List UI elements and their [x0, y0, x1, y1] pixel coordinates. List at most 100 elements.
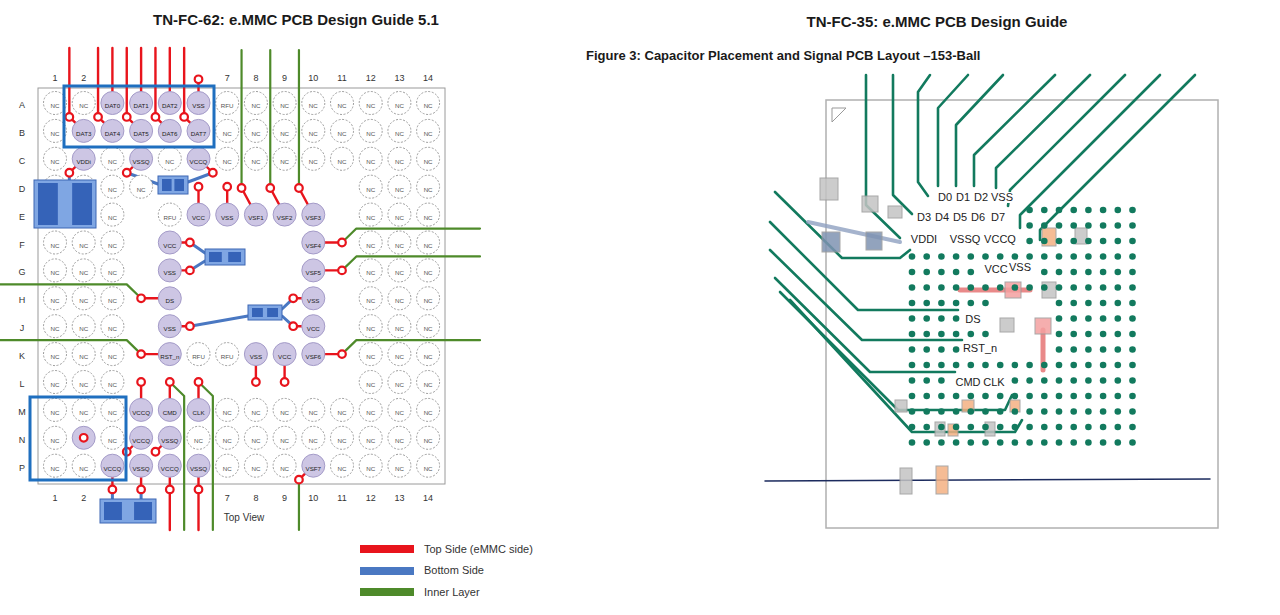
via: [80, 434, 88, 442]
pin-name: NC: [309, 95, 318, 111]
signal-trace: [996, 75, 1090, 188]
label-text: NC: [424, 298, 433, 304]
via: [195, 486, 203, 494]
nc-ball: [359, 119, 382, 142]
column-number: 13: [393, 68, 405, 84]
label-text: NC: [424, 270, 433, 276]
pin1-marker: [832, 108, 846, 122]
pin-name: NC: [51, 151, 60, 167]
via: [166, 378, 174, 386]
ball-dot: [1100, 284, 1107, 291]
label-text: DAT5: [133, 131, 148, 137]
pin-name: NC: [395, 179, 404, 195]
nc-ball: [388, 175, 411, 198]
label-text: VSSQ: [132, 466, 149, 472]
column-number: 8: [252, 488, 259, 504]
signal-name: D0: [937, 188, 953, 204]
capacitor-symbol: [888, 206, 902, 218]
signal-ball: [302, 343, 325, 366]
pin-name: VSSQ: [132, 458, 149, 474]
label-text: NC: [223, 410, 232, 416]
label-text: NC: [79, 298, 88, 304]
column-number: 10: [307, 488, 319, 504]
row-letter: E: [18, 207, 26, 223]
nc-ball: [101, 426, 124, 449]
ball-dot: [953, 300, 960, 307]
ball-dot: [1026, 362, 1033, 369]
pin-name: NC: [79, 374, 88, 390]
ball-dot: [982, 253, 989, 260]
legend-text: Top Side (eMMC side): [424, 544, 533, 555]
pin-name: NC: [424, 374, 433, 390]
ball-dot: [909, 346, 916, 353]
via: [152, 113, 160, 121]
pin-name: NC: [51, 290, 60, 306]
nc-ball: [417, 231, 440, 254]
pin-name: VSS: [307, 290, 319, 306]
ball-dot: [953, 408, 960, 415]
column-number: 8: [252, 68, 259, 84]
label-text: NC: [424, 131, 433, 137]
ball-dot: [1100, 424, 1107, 431]
label-text: VSS: [250, 354, 262, 360]
nc-ball: [72, 398, 95, 421]
row-letter: C: [18, 151, 27, 167]
nc-ball: [72, 315, 95, 338]
via: [137, 295, 145, 303]
via: [289, 295, 297, 303]
nc-ball: [388, 92, 411, 115]
capacitor-symbol: [1005, 282, 1021, 298]
board-edge-line: [765, 479, 1210, 481]
signal-ball: [158, 398, 181, 421]
pin-name: NC: [424, 262, 433, 278]
ball-dot: [1070, 439, 1077, 446]
pin-name: NC: [424, 235, 433, 251]
via: [66, 169, 74, 177]
ball-dot: [1041, 408, 1048, 415]
pin-name: NC: [338, 458, 347, 474]
ball-dot: [1070, 346, 1077, 353]
ball-dot: [923, 315, 930, 322]
signal-name: D1: [955, 188, 971, 204]
diagram-title: TN-FC-62: e.MMC PCB Design Guide 5.1: [151, 12, 441, 28]
ball-dot: [968, 300, 975, 307]
ball-dot: [938, 253, 945, 260]
inner-layer-trace: [269, 50, 271, 188]
nc-ball: [72, 287, 95, 310]
label-text: RST_n: [962, 343, 998, 354]
label-text: NC: [108, 270, 117, 276]
label-text: VCC: [307, 326, 320, 332]
via: [195, 378, 203, 386]
top-side-trace: [169, 489, 171, 530]
ball-dot: [1056, 253, 1063, 260]
ball-dot: [1070, 284, 1077, 291]
ball-dot: [1100, 408, 1107, 415]
capacitor-bottom: [248, 305, 282, 320]
label-text: 14: [422, 494, 434, 503]
signal-name: D4: [934, 208, 950, 224]
capacitor-pad: [38, 183, 58, 225]
pin-name: NC: [79, 402, 88, 418]
label-text: NC: [51, 103, 60, 109]
pin-name: NC: [223, 123, 232, 139]
ball-dot: [1070, 408, 1077, 415]
pin-name: NC: [108, 318, 117, 334]
pin-name: NC: [395, 290, 404, 306]
ball-dot: [923, 424, 930, 431]
ball-dot: [1026, 408, 1033, 415]
signal-ball: [158, 315, 181, 338]
nc-ball: [216, 92, 239, 115]
nc-ball: [331, 147, 354, 170]
pin-name: DAT4: [105, 123, 120, 139]
ball-dot: [982, 408, 989, 415]
capacitor-body: [248, 305, 282, 320]
signal-trace: [918, 75, 930, 196]
signal-ball: [101, 454, 124, 477]
pin-name: VSF4: [306, 235, 321, 251]
ball-dot: [1115, 424, 1122, 431]
label-text: DAT3: [76, 131, 91, 137]
label-text: NC: [51, 298, 60, 304]
pin-name: VCC: [307, 318, 320, 334]
ball-dot: [982, 424, 989, 431]
nc-ball: [417, 287, 440, 310]
